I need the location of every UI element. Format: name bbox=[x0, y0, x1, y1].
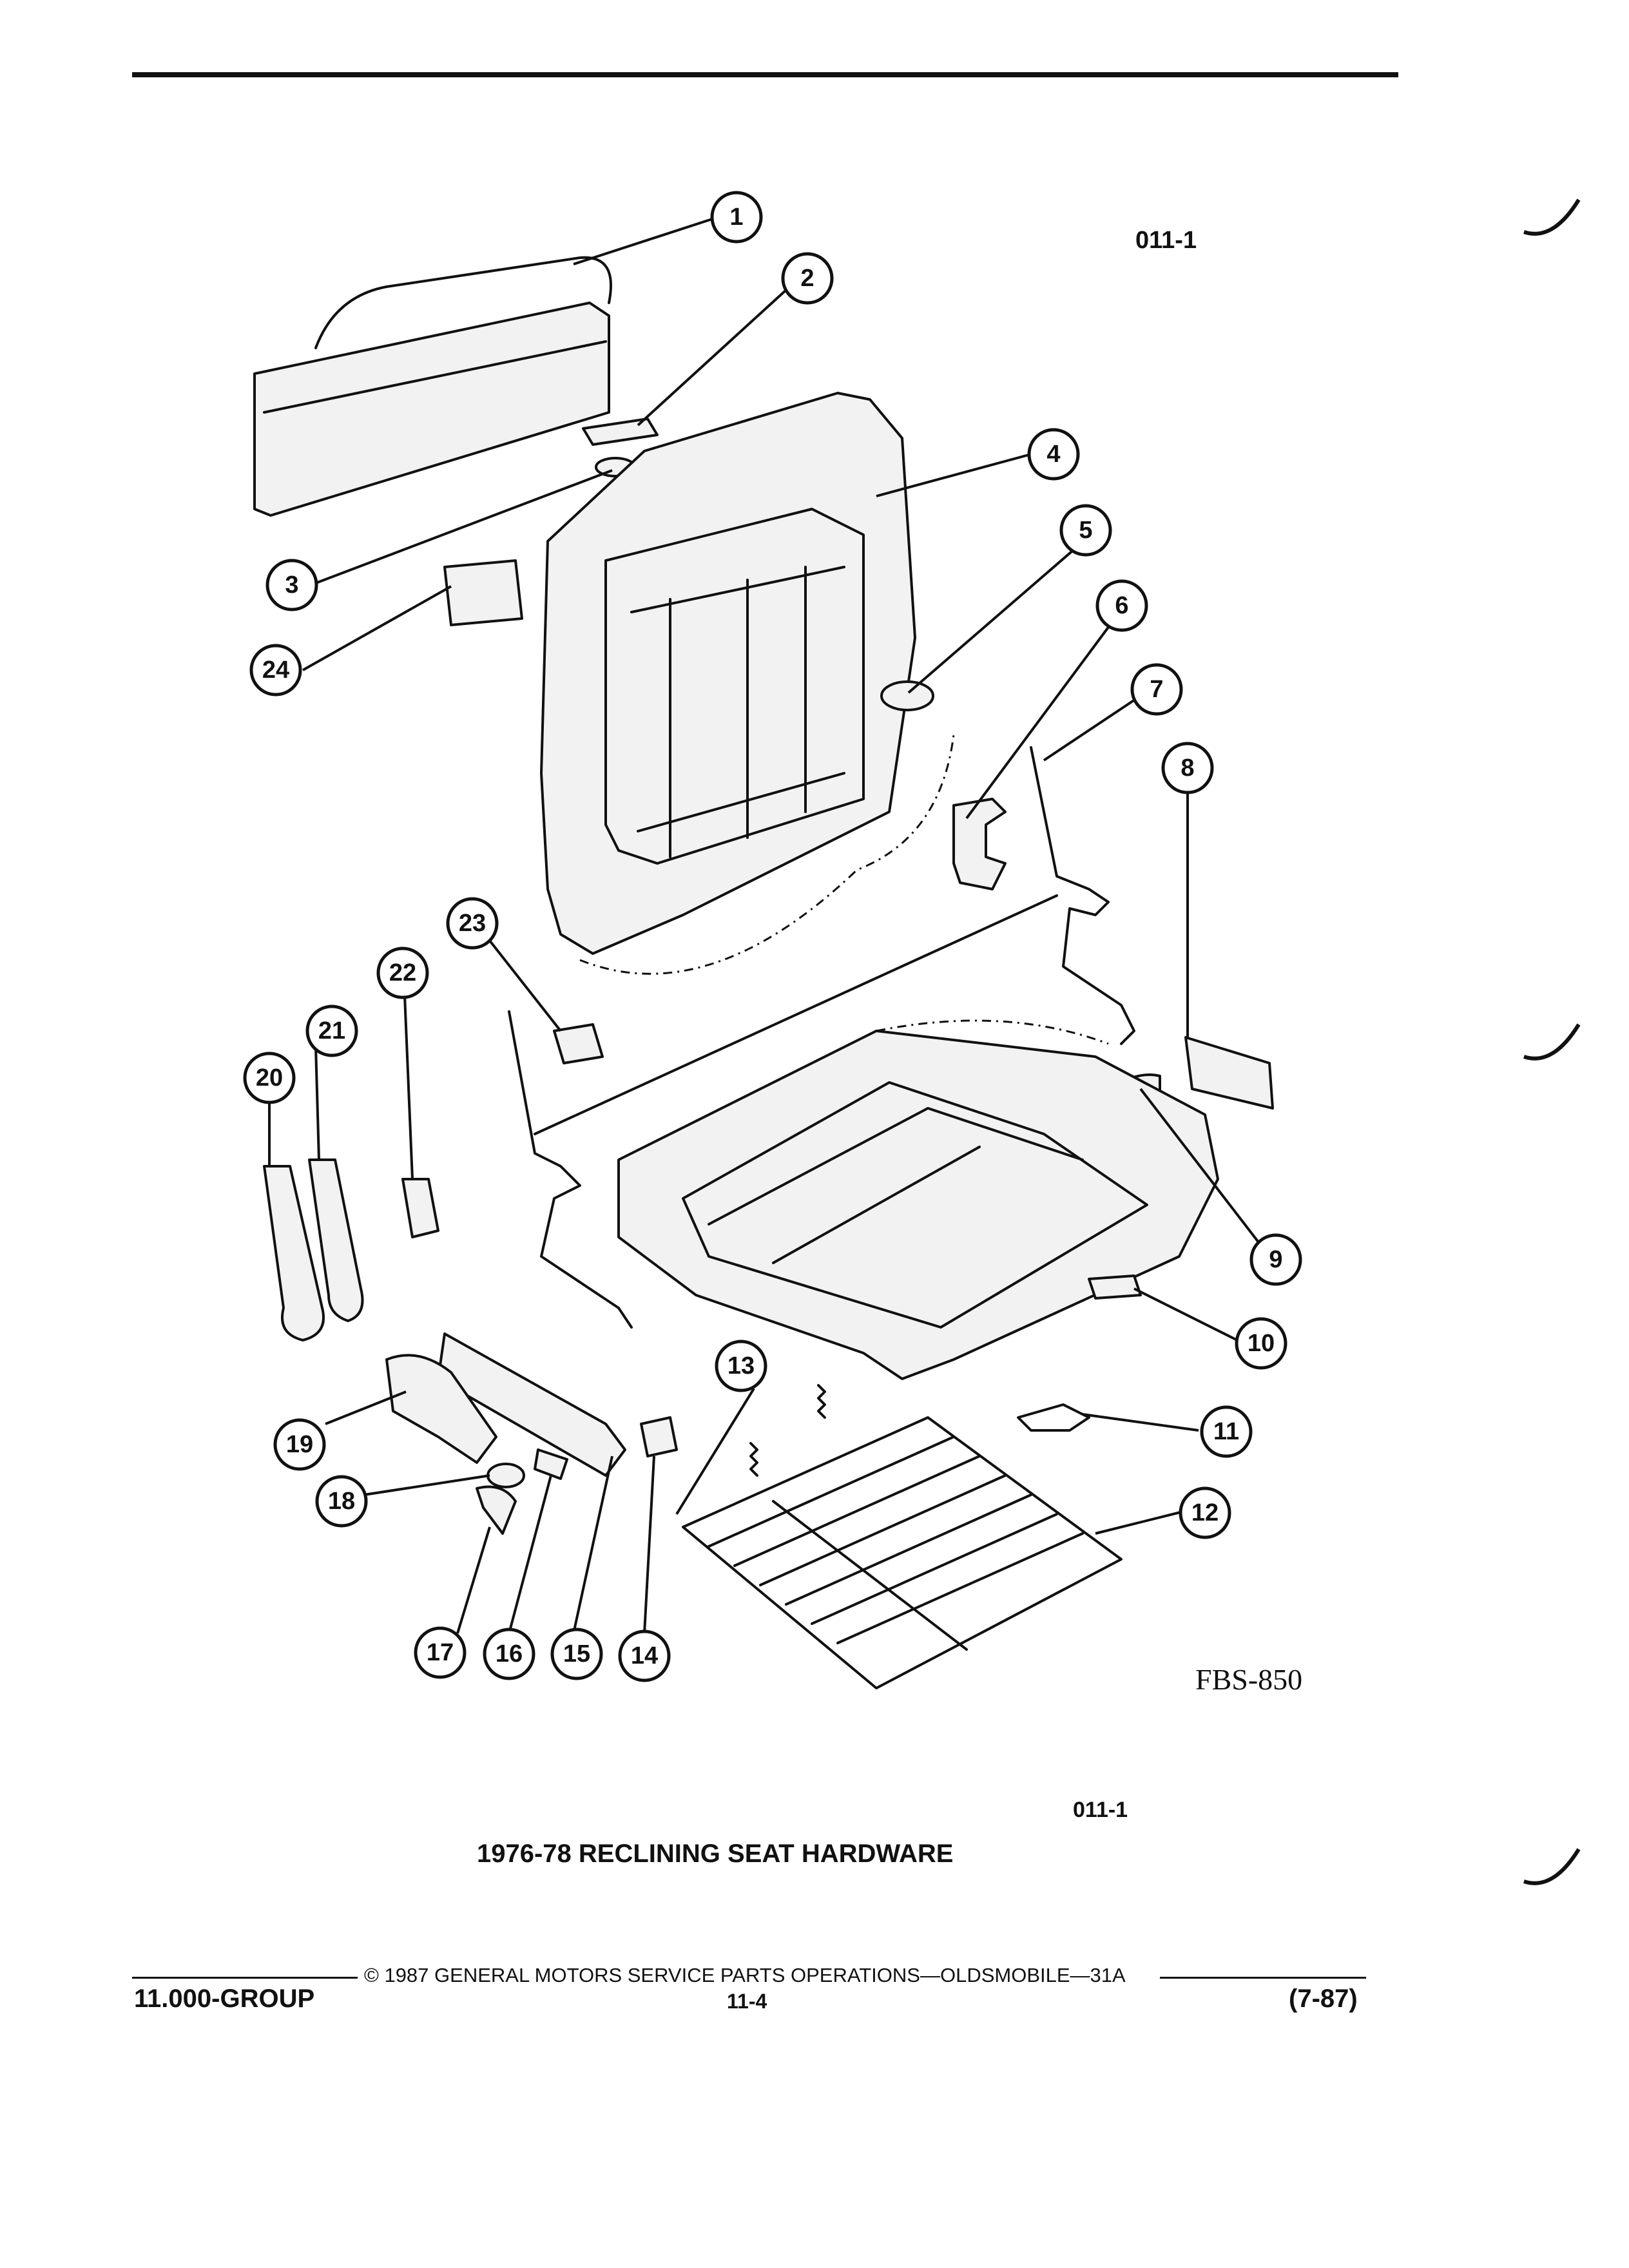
seat-cushion-frame bbox=[617, 1019, 1219, 1380]
part-24-pad bbox=[443, 559, 523, 626]
hinge-arm-left bbox=[508, 1010, 633, 1329]
callout-11: 11 bbox=[1200, 1405, 1253, 1458]
svg-text:20: 20 bbox=[256, 1064, 283, 1091]
footer-copyright: © 1987 GENERAL MOTORS SERVICE PARTS OPER… bbox=[364, 1964, 1126, 1986]
svg-text:15: 15 bbox=[563, 1640, 590, 1667]
callout-8: 8 bbox=[1161, 742, 1214, 794]
callout-2: 2 bbox=[781, 252, 834, 305]
part-19-cam-plate bbox=[385, 1354, 497, 1464]
callout-15: 15 bbox=[550, 1628, 603, 1680]
part-17-handle bbox=[476, 1485, 517, 1535]
callout-21: 21 bbox=[305, 1004, 358, 1057]
part-18-washer bbox=[487, 1463, 525, 1488]
part-5-knob bbox=[880, 680, 934, 711]
svg-text:2: 2 bbox=[800, 265, 814, 292]
diagram-id-label: FBS-850 bbox=[1195, 1663, 1303, 1696]
svg-text:17: 17 bbox=[427, 1639, 454, 1666]
part-2-clip bbox=[582, 418, 659, 446]
footer-date: (7-87) bbox=[1289, 1984, 1358, 2013]
svg-text:3: 3 bbox=[285, 572, 298, 599]
svg-text:8: 8 bbox=[1181, 754, 1194, 782]
part-7-hinge-arm bbox=[1030, 746, 1135, 1045]
svg-text:14: 14 bbox=[631, 1642, 658, 1669]
part-6-bracket bbox=[952, 798, 1007, 890]
callout-18: 18 bbox=[315, 1475, 368, 1528]
footer-rule-right bbox=[1160, 1977, 1366, 1979]
part-21-arm bbox=[308, 1158, 364, 1322]
part-13-spring-a bbox=[817, 1384, 826, 1419]
callout-13: 13 bbox=[715, 1340, 767, 1392]
svg-text:11: 11 bbox=[1213, 1418, 1239, 1445]
part-13-spring-b bbox=[749, 1442, 758, 1477]
svg-text:13: 13 bbox=[728, 1352, 755, 1379]
top-rule bbox=[132, 72, 1398, 77]
part-14-bracket bbox=[640, 1416, 678, 1457]
leader-lines bbox=[268, 218, 1271, 1634]
svg-text:12: 12 bbox=[1191, 1499, 1219, 1526]
footer-group: 11.000-GROUP bbox=[134, 1984, 315, 2013]
callout-20: 20 bbox=[243, 1052, 296, 1104]
callout-1: 1 bbox=[710, 191, 763, 244]
callout-4: 4 bbox=[1027, 428, 1080, 481]
part-10-latch bbox=[1088, 1274, 1142, 1300]
svg-text:22: 22 bbox=[389, 959, 416, 986]
callout-24: 24 bbox=[249, 644, 302, 697]
callout-3: 3 bbox=[265, 559, 318, 611]
part-22-tab bbox=[401, 1178, 439, 1238]
callout-22: 22 bbox=[376, 947, 429, 999]
callout-14: 14 bbox=[618, 1629, 671, 1682]
footer-rule-left bbox=[132, 1977, 358, 1979]
callout-9: 9 bbox=[1249, 1233, 1302, 1286]
svg-text:4: 4 bbox=[1046, 441, 1060, 468]
section-code-caption: 011-1 bbox=[1073, 1798, 1128, 1822]
callout-10: 10 bbox=[1235, 1317, 1287, 1370]
binder-curl-mark-top bbox=[1523, 198, 1581, 236]
part-4-seatback-frame bbox=[540, 392, 955, 975]
svg-text:24: 24 bbox=[262, 657, 289, 684]
callout-5: 5 bbox=[1059, 504, 1112, 557]
svg-text:7: 7 bbox=[1150, 676, 1163, 703]
callout-12: 12 bbox=[1179, 1486, 1231, 1539]
part-8-plate bbox=[1184, 1036, 1274, 1110]
callout-23: 23 bbox=[446, 897, 499, 950]
svg-text:1: 1 bbox=[729, 204, 743, 231]
caption-title: 1976-78 RECLINING SEAT HARDWARE bbox=[477, 1840, 954, 1868]
part-12-spring-grid bbox=[682, 1416, 1123, 1689]
svg-text:6: 6 bbox=[1115, 592, 1128, 619]
svg-text:23: 23 bbox=[459, 910, 486, 937]
part-11-bracket bbox=[1017, 1403, 1090, 1432]
part-23-clip bbox=[553, 1023, 604, 1064]
footer-page-number: 11-4 bbox=[727, 1990, 767, 2013]
svg-text:9: 9 bbox=[1269, 1246, 1282, 1273]
callout-19: 19 bbox=[273, 1418, 326, 1471]
svg-text:18: 18 bbox=[328, 1488, 355, 1515]
exploded-parts-diagram: 1 2 3 4 5 6 7 8 9 10 11 12 13 14 15 16 1… bbox=[243, 191, 1302, 1689]
part-1-headrest bbox=[253, 256, 612, 517]
section-code-top: 011-1 bbox=[1135, 227, 1197, 254]
callout-17: 17 bbox=[414, 1626, 467, 1679]
svg-text:21: 21 bbox=[318, 1017, 345, 1044]
part-20-arm bbox=[263, 1165, 325, 1341]
svg-text:10: 10 bbox=[1248, 1330, 1275, 1357]
callout-16: 16 bbox=[483, 1628, 535, 1680]
callout-7: 7 bbox=[1130, 663, 1183, 716]
svg-text:5: 5 bbox=[1079, 517, 1092, 544]
cross-rod bbox=[534, 894, 1058, 1135]
binder-curl-mark-middle bbox=[1523, 1023, 1581, 1061]
binder-curl-mark-bottom bbox=[1523, 1848, 1581, 1885]
svg-text:16: 16 bbox=[496, 1640, 523, 1667]
callout-6: 6 bbox=[1095, 579, 1148, 632]
part-16-lever bbox=[534, 1448, 568, 1480]
svg-text:19: 19 bbox=[286, 1431, 313, 1458]
